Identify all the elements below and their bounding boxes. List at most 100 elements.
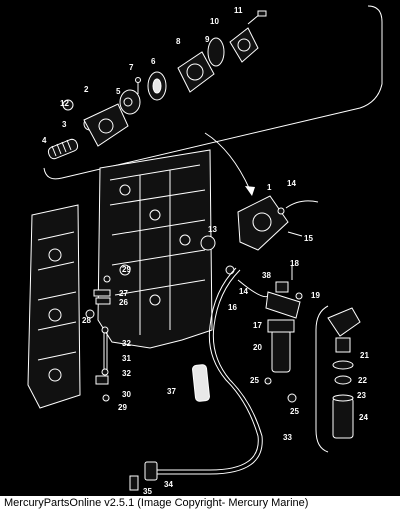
diaphragm-center	[152, 78, 162, 94]
callout-33: 33	[283, 433, 292, 442]
block-port-1	[119, 184, 131, 196]
nut-part	[62, 99, 74, 111]
left-fittings	[85, 275, 111, 402]
block-port-4	[119, 264, 131, 276]
engine-block	[97, 149, 213, 349]
clamp-14	[277, 207, 285, 215]
cylinder-ribs	[37, 231, 77, 361]
callout-29-top: 29	[122, 265, 131, 274]
clamp-32b	[101, 368, 109, 376]
fuel-hose-33-edge	[145, 269, 263, 475]
filter-bowl	[271, 329, 291, 373]
callout-1: 1	[267, 183, 272, 192]
screw-7-head	[135, 77, 141, 83]
callout-35: 35	[143, 487, 152, 496]
callout-37: 37	[167, 387, 176, 396]
fitting-30	[95, 375, 109, 385]
bolt-11-head	[257, 10, 267, 17]
callout-22: 22	[358, 376, 367, 385]
cylinder-block-outline	[27, 204, 81, 409]
block-port-5	[149, 294, 161, 306]
inset-parts	[47, 10, 267, 160]
callout-25-right: 25	[290, 407, 299, 416]
callout-24: 24	[359, 413, 368, 422]
callout-14-top: 14	[287, 179, 296, 188]
bowl-24	[332, 397, 354, 439]
callout-12: 12	[60, 99, 69, 108]
clamp-25a	[264, 377, 272, 385]
block-port-3	[179, 234, 191, 246]
copyright-caption: MercuryPartsOnline v2.5.1 (Image Copyrig…	[4, 497, 309, 509]
pump-cover-boss	[237, 38, 251, 52]
block-ribs	[109, 164, 206, 296]
fitting-29a	[103, 275, 111, 283]
block-dividers	[139, 170, 171, 335]
cylinder-bore-1	[48, 248, 62, 262]
callout-4: 4	[42, 136, 47, 145]
callout-14-bottom: 14	[239, 287, 248, 296]
callout-3: 3	[62, 120, 67, 129]
fuel-hose-33	[145, 267, 259, 471]
callout-25-left: 25	[250, 376, 259, 385]
check-valve-center	[123, 97, 133, 107]
cylinder-bore-2	[48, 308, 62, 322]
pointer-arrow	[204, 132, 251, 191]
callout-27: 27	[119, 289, 128, 298]
filter-inset-bracket	[315, 305, 329, 453]
element-23	[334, 375, 352, 385]
bracket-17	[265, 291, 301, 319]
callout-8: 8	[176, 37, 181, 46]
gasket-part	[207, 37, 225, 67]
filter-exploded-parts	[327, 307, 361, 439]
fitting-29b	[102, 394, 110, 402]
callout-32-top: 32	[122, 339, 131, 348]
cylinder-block	[27, 204, 81, 409]
fitting-34	[144, 461, 158, 481]
callout-15: 15	[304, 234, 313, 243]
o-ring-13	[200, 235, 216, 251]
callout-21: 21	[360, 351, 369, 360]
callout-31: 31	[122, 354, 131, 363]
filter-head-21	[327, 307, 361, 337]
cylinder-bore-3	[48, 368, 62, 382]
exploded-parts-diagram: 1 2 3 4 5 6 7 8 9 10 11 12 13 14 14 15 1…	[27, 5, 383, 496]
block-outline	[97, 149, 213, 349]
fuel-pump-boss	[252, 212, 272, 232]
callout-29-bottom: 29	[118, 403, 127, 412]
callout-32-bottom: 32	[122, 369, 131, 378]
callout-20: 20	[253, 343, 262, 352]
fitting-26	[95, 297, 111, 305]
callout-11: 11	[234, 6, 243, 15]
callout-10: 10	[210, 17, 219, 26]
sleeve-37	[192, 364, 210, 402]
callout-9: 9	[205, 35, 210, 44]
bowl-24-rim	[332, 394, 354, 402]
cover-boss	[98, 118, 114, 134]
washer-19	[295, 292, 303, 300]
pump-body-boss	[186, 63, 204, 81]
callout-26: 26	[119, 298, 128, 307]
callout-7: 7	[129, 63, 134, 72]
callout-30: 30	[122, 390, 131, 399]
fitting-35	[129, 475, 139, 491]
seal-22	[332, 360, 354, 370]
filter-stem-21	[335, 337, 351, 353]
fuel-pump-hose	[285, 200, 319, 209]
callout-18: 18	[290, 259, 299, 268]
fuel-filter-assembly	[264, 319, 297, 403]
fitting-28	[85, 309, 95, 319]
screw-15	[287, 231, 303, 237]
bracket-38	[275, 281, 289, 293]
callout-19: 19	[311, 291, 320, 300]
spring-coils	[51, 139, 72, 157]
callout-16: 16	[228, 303, 237, 312]
callout-labels: 1 2 3 4 5 6 7 8 9 10 11 12 13 14 14 15 1…	[42, 6, 369, 496]
callout-34: 34	[164, 480, 173, 489]
hose-16	[237, 279, 269, 298]
callout-13: 13	[208, 225, 217, 234]
callout-28: 28	[82, 316, 91, 325]
callout-38: 38	[262, 271, 271, 280]
footer-bar: MercuryPartsOnline v2.5.1 (Image Copyrig…	[0, 496, 400, 511]
fitting-14	[225, 265, 235, 275]
